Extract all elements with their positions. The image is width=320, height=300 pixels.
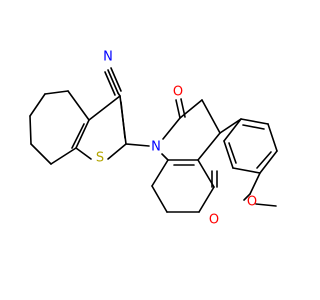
methoxy-oxygen-label: O [247,195,257,210]
lactam-oxygen-label: O [173,85,183,100]
phenyl-bond [267,123,278,152]
thiophene-bond [75,119,90,149]
thiophene-bond [88,95,121,121]
molecule-structure: N S N O O O [29,50,278,228]
cycloheptane-bond [44,90,69,95]
phenyl-double-bond [228,142,237,164]
thiophene-bond [107,143,127,160]
phenyl-bond [223,140,234,169]
phenyl-bond [232,167,261,174]
phenyl-double-bond [256,151,272,169]
ketone-oxygen-label: O [209,213,219,228]
aryl-n-bond [125,143,150,147]
atom-labels: N S N O O O [96,50,257,228]
pyridone-bond [201,99,221,134]
cyclohexanone-bond [151,185,168,213]
phenyl-bond [240,118,269,125]
nitrile-bond-triple [110,67,122,92]
cyclohexanone-bond [198,186,215,213]
pyridone-bond [179,99,203,119]
thiophene-double-bond [120,101,126,139]
cycloheptane-bond [29,115,32,145]
methoxy-bond [243,193,251,201]
pyridone-bond [162,117,181,140]
nitrile-nitrogen-label: N [103,50,113,65]
aryl-bond [219,118,242,134]
cycloheptane-bond [50,147,77,165]
bonds [29,67,278,213]
nitrile-bond-triple [107,69,119,94]
ring-nitrogen-label: N [151,140,161,155]
cycloheptane-bond [29,93,46,117]
phenyl-bond [223,118,242,142]
methoxy-bond [249,172,261,195]
cyclohexanone-bond [151,159,169,187]
thiophene-sulfur-label: S [96,151,104,166]
thiophene-bond [75,147,92,160]
lactam-carbonyl-bond [175,99,181,119]
methoxy-bond [255,203,277,207]
thiophene-double-bond [71,123,85,149]
pyridone-bond [161,153,169,161]
phenyl-double-bond [242,124,265,130]
cycloheptane-bond [67,90,90,121]
nitrile-bond-triple [104,71,116,96]
phenyl-bond [259,150,278,174]
lactam-carbonyl-bond [180,98,186,118]
pyridone-bond [197,132,221,161]
cycloheptane-bond [30,143,52,165]
